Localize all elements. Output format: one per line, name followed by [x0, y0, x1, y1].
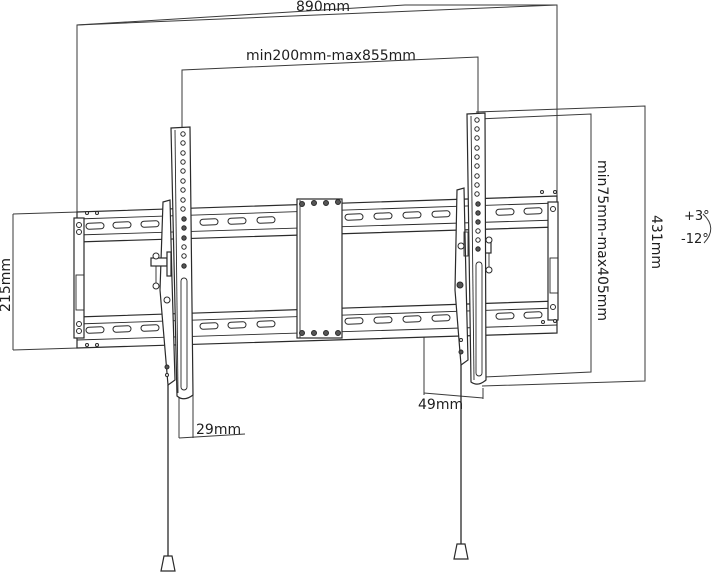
tilt-arc-icon	[702, 213, 712, 244]
dimension-vertical-holes	[477, 113, 592, 378]
label-vertical-hole-range: min75mm-max405mm	[594, 160, 610, 322]
right-tv-arm	[454, 112, 493, 385]
left-end-cap	[73, 211, 99, 347]
label-tilt-up: +3°	[684, 209, 710, 224]
left-tv-arm	[150, 126, 194, 400]
right-arm-holes	[474, 117, 481, 252]
left-arm-holes	[180, 131, 187, 269]
left-cord-weight-icon	[160, 555, 176, 572]
center-bracket	[296, 198, 343, 339]
top-rail-slots	[85, 207, 543, 230]
right-pull-cord	[453, 365, 469, 560]
dimension-wall-distance-max	[423, 333, 484, 399]
label-wall-plate-height: 215mm	[0, 258, 14, 312]
label-wall-distance-max: 49mm	[418, 397, 464, 413]
dimension-arm-spacing	[181, 56, 479, 128]
right-end-cap	[540, 190, 559, 324]
dimension-overall-width	[76, 4, 558, 215]
label-overall-width: 890mm	[296, 0, 350, 15]
bottom-rail-slots	[85, 311, 543, 334]
left-tilt-knob	[150, 251, 172, 290]
dimension-wall-plate-height	[12, 211, 79, 351]
dimension-wall-distance-min	[178, 395, 246, 439]
dimension-arm-height	[475, 105, 646, 387]
left-pull-cord	[160, 385, 176, 572]
label-tilt-down: -12°	[681, 232, 709, 247]
label-arm-height: 431mm	[648, 215, 664, 269]
label-wall-distance-min: 29mm	[196, 422, 242, 438]
right-cord-weight-icon	[453, 543, 469, 560]
label-arm-spacing: min200mm-max855mm	[246, 48, 416, 64]
